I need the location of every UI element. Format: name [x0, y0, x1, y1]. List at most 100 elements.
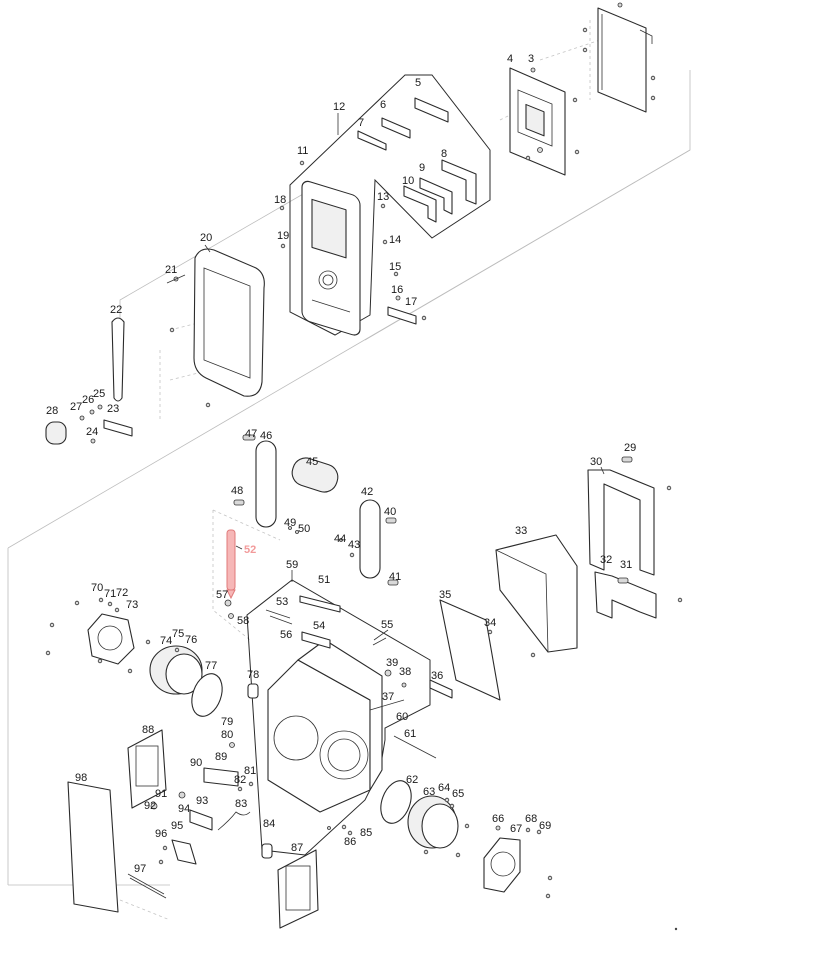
- callout-23: 23: [107, 403, 119, 415]
- callout-43: 43: [348, 539, 360, 551]
- callout-75: 75: [172, 628, 184, 640]
- callout-90: 90: [190, 757, 202, 769]
- callout-81: 81: [244, 765, 256, 777]
- callout-25: 25: [93, 388, 105, 400]
- parts-78-98-bottom-left: [67, 729, 319, 929]
- callout-98: 98: [75, 772, 87, 784]
- callout-11: 11: [297, 145, 308, 157]
- callout-92: 92: [144, 800, 156, 812]
- callout-15: 15: [389, 261, 401, 273]
- callout-77: 77: [205, 660, 217, 672]
- callout-89: 89: [215, 751, 227, 763]
- callout-38: 38: [399, 666, 411, 678]
- callout-93: 93: [196, 795, 208, 807]
- part-52-highlighted-rod: [226, 529, 236, 600]
- callout-33: 33: [515, 525, 527, 537]
- callout-49: 49: [284, 517, 296, 529]
- callout-67: 67: [510, 823, 522, 835]
- callout-31: 31: [620, 559, 632, 571]
- callout-97: 97: [134, 863, 146, 875]
- callout-8: 8: [441, 148, 447, 160]
- callout-14: 14: [389, 234, 401, 246]
- part-20-bumper-frame: [166, 248, 265, 408]
- callout-66: 66: [492, 813, 504, 825]
- callout-42: 42: [361, 486, 373, 498]
- callout-71: 71: [104, 588, 116, 600]
- callout-58: 58: [237, 615, 249, 627]
- part-4-circuit-board: [509, 67, 580, 176]
- callout-57: 57: [216, 589, 228, 601]
- callout-51: 51: [318, 574, 330, 586]
- callout-76: 76: [185, 634, 197, 646]
- callout-64: 64: [438, 782, 450, 794]
- callout-95: 95: [171, 820, 183, 832]
- callout-22: 22: [110, 304, 122, 316]
- callout-37: 37: [382, 691, 394, 703]
- callout-56: 56: [280, 629, 292, 641]
- parts-62-69-right-speaker: [380, 780, 553, 899]
- parts-29-33-right-housing: [495, 456, 683, 653]
- callout-39: 39: [386, 657, 398, 669]
- callout-6: 6: [380, 99, 386, 111]
- callout-47: 47: [245, 428, 257, 440]
- callout-5: 5: [415, 77, 421, 89]
- callout-18: 18: [274, 194, 286, 206]
- callout-19: 19: [277, 230, 289, 242]
- callout-44: 44: [334, 533, 346, 545]
- parts-40-44: [339, 499, 399, 586]
- callout-74: 74: [160, 635, 172, 647]
- callout-45: 45: [306, 456, 318, 468]
- parts-21-28-handle: [45, 317, 133, 445]
- callout-labels: 3 4 5 6 7 8 9 10 11 12 13 14 15 16 17 18…: [46, 53, 636, 875]
- callout-72: 72: [116, 587, 128, 599]
- callout-52: 52: [244, 544, 256, 556]
- callout-7: 7: [358, 117, 364, 129]
- leader-lines: [204, 113, 605, 582]
- top-plate: [582, 2, 656, 113]
- callout-21: 21: [165, 264, 177, 276]
- callout-94: 94: [178, 803, 190, 815]
- callout-32: 32: [600, 554, 612, 566]
- callout-41: 41: [389, 571, 401, 583]
- callout-61: 61: [404, 728, 416, 740]
- callout-29: 29: [624, 442, 636, 454]
- callout-84: 84: [263, 818, 275, 830]
- callout-26: 26: [82, 394, 94, 406]
- callout-34: 34: [484, 617, 496, 629]
- callout-53: 53: [276, 596, 288, 608]
- callout-60: 60: [396, 711, 408, 723]
- callout-20: 20: [200, 232, 212, 244]
- callout-87: 87: [291, 842, 303, 854]
- callout-59: 59: [286, 559, 298, 571]
- part-59-main-chassis: [246, 579, 437, 859]
- callout-13: 13: [377, 191, 389, 203]
- callout-50: 50: [298, 523, 310, 535]
- callout-70: 70: [91, 582, 103, 594]
- callout-88: 88: [142, 724, 154, 736]
- callout-79: 79: [221, 716, 233, 728]
- callout-80: 80: [221, 729, 233, 741]
- callout-9: 9: [419, 162, 425, 174]
- callout-35: 35: [439, 589, 451, 601]
- callout-12: 12: [333, 101, 345, 113]
- callout-85: 85: [360, 827, 372, 839]
- callout-68: 68: [525, 813, 537, 825]
- part-12-front-panel-frame: [289, 74, 491, 336]
- callout-30: 30: [590, 456, 602, 468]
- callout-62: 62: [406, 774, 418, 786]
- callout-55: 55: [381, 619, 393, 631]
- callout-48: 48: [231, 485, 243, 497]
- parts-45-48: [233, 434, 339, 534]
- parts-70-77-left-speaker: [45, 597, 223, 717]
- callout-17: 17: [405, 296, 417, 308]
- callout-73: 73: [126, 599, 138, 611]
- callout-36: 36: [431, 670, 443, 682]
- parts-34-36: [429, 599, 536, 701]
- misc-small-parts: [224, 599, 678, 931]
- callout-54: 54: [313, 620, 325, 632]
- callout-3: 3: [528, 53, 534, 65]
- callout-86: 86: [344, 836, 356, 848]
- callout-24: 24: [86, 426, 98, 438]
- parts-5-10-panels: [279, 97, 477, 325]
